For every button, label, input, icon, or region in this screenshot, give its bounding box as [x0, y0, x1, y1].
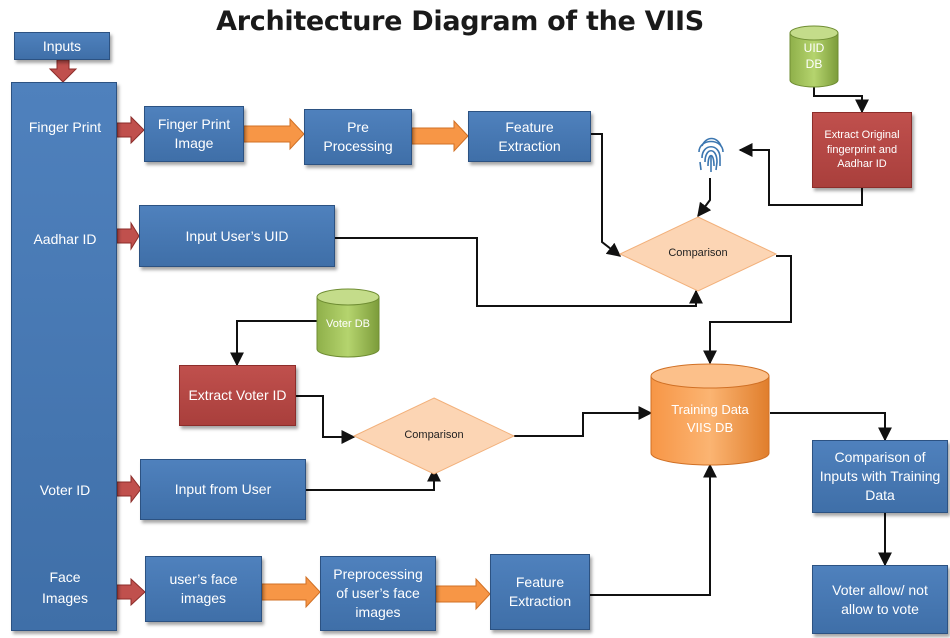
face-pre-line2: of user’s face — [336, 585, 420, 602]
inputs-column: Finger Print Aadhar ID Voter ID Face Ima… — [11, 82, 117, 631]
diagram-title: Architecture Diagram of the VIIS — [216, 6, 704, 37]
feature-extraction-box-top: Feature Extraction — [468, 111, 591, 162]
feat-line1: Feature — [505, 118, 554, 135]
conn-db-to-compare-inputs — [770, 412, 892, 442]
voter-allow-line1: Voter allow/ not — [832, 581, 928, 598]
conn-uid-to-comparison — [335, 237, 703, 307]
users-face-images-box: user’s face images — [145, 556, 262, 622]
extract-voter-id-box: Extract Voter ID — [179, 365, 296, 426]
face-feat-line2: Extraction — [508, 593, 572, 609]
pre-processing-box: Pre Processing — [304, 109, 412, 165]
fp-image-line1: Finger Print — [157, 116, 231, 133]
input-from-user-box: Input from User — [140, 459, 306, 520]
voter-db-cylinder — [316, 288, 380, 358]
arrow-pre-to-feature — [411, 119, 469, 153]
side-finger-print: Finger Print — [28, 119, 102, 135]
fingerprint-icon — [695, 128, 727, 176]
inputs-down-arrow — [48, 59, 78, 83]
conn-feature-to-comparison — [591, 133, 622, 257]
arrow-face — [116, 577, 146, 607]
conn-voterdb-to-extract — [230, 320, 317, 367]
uid-db-line2: DB — [805, 57, 823, 72]
feature-extraction-box-bottom: Feature Extraction — [490, 554, 590, 630]
conn-facefeature-to-db — [590, 463, 717, 596]
cmp-inputs-line1: Comparison of — [834, 449, 926, 466]
training-db-label: Training Data VIIS DB — [651, 401, 769, 437]
comparison-diamond-mid — [352, 397, 516, 475]
conn-comparison-to-db — [703, 255, 792, 365]
training-db-cylinder — [650, 363, 770, 466]
conn-comparison-to-db2 — [514, 406, 653, 437]
face-feat-line1: Feature — [515, 574, 565, 591]
uid-db-label: UID DB — [790, 40, 838, 72]
conn-fingerprint-to-comparison — [697, 178, 712, 218]
extract-original-line3: Aadhar ID — [837, 158, 887, 171]
comparison-diamond-top — [618, 216, 778, 292]
voter-allow-line2: allow to vote — [841, 600, 919, 617]
input-users-uid-box: Input User’s UID — [139, 205, 335, 267]
arrow-fingerprint — [116, 115, 145, 145]
extract-original-line2: fingerprint and — [826, 143, 898, 156]
side-face-line1: Face — [49, 569, 81, 585]
arrow-face-to-pre — [261, 575, 321, 609]
uid-db-line1: UID — [803, 41, 825, 55]
conn-extract-to-comparison — [296, 395, 356, 444]
input-uid-label: Input User’s UID — [185, 227, 289, 244]
side-voter-id: Voter ID — [39, 482, 91, 498]
inputs-label: Inputs — [42, 37, 82, 54]
side-aadhar-id: Aadhar ID — [33, 231, 97, 247]
orange-arrows — [243, 117, 491, 611]
face-img-line2: images — [180, 590, 227, 606]
pre-line1: Pre — [347, 119, 369, 136]
pre-line2: Processing — [323, 138, 393, 154]
voter-allow-box: Voter allow/ not allow to vote — [812, 565, 948, 634]
side-arrows — [116, 115, 146, 607]
extract-voter-label: Extract Voter ID — [188, 387, 287, 404]
finger-print-image-box: Finger Print Image — [144, 106, 244, 162]
face-preprocessing-box: Preprocessing of user’s face images — [320, 556, 436, 631]
training-db-line1: Training Data — [671, 402, 749, 417]
face-img-line1: user’s face — [169, 571, 238, 588]
arrow-voter — [116, 474, 142, 504]
conn-inputuser-to-comparison — [306, 467, 441, 491]
arrow-fp-image-to-pre — [243, 117, 305, 151]
face-pre-line1: Preprocessing — [333, 566, 423, 583]
conn-extract-to-fingerprint — [738, 143, 863, 206]
cmp-inputs-line2: Inputs with Training — [819, 468, 941, 485]
arrow-aadhar — [116, 221, 140, 251]
fp-image-line2: Image — [174, 135, 214, 151]
face-pre-line3: images — [355, 603, 401, 620]
feat-line2: Extraction — [498, 137, 561, 154]
inputs-header: Inputs — [14, 32, 110, 60]
training-db-line2: VIIS DB — [686, 420, 734, 436]
side-face-line2: Images — [42, 590, 88, 606]
comparison-mid-label: Comparison — [404, 429, 464, 441]
input-from-user-label: Input from User — [174, 481, 272, 498]
extract-original-line1: Extract Original — [824, 128, 900, 141]
comparison-of-inputs-box: Comparison of Inputs with Training Data — [812, 440, 948, 513]
arrow-facepre-to-feature — [435, 577, 491, 611]
cmp-inputs-line3: Data — [865, 486, 895, 503]
uid-db-cylinder — [789, 25, 839, 88]
voter-db-label: Voter DB — [325, 318, 371, 330]
extract-original-box: Extract Original fingerprint and Aadhar … — [812, 112, 912, 188]
comparison-top-label: Comparison — [668, 247, 728, 259]
